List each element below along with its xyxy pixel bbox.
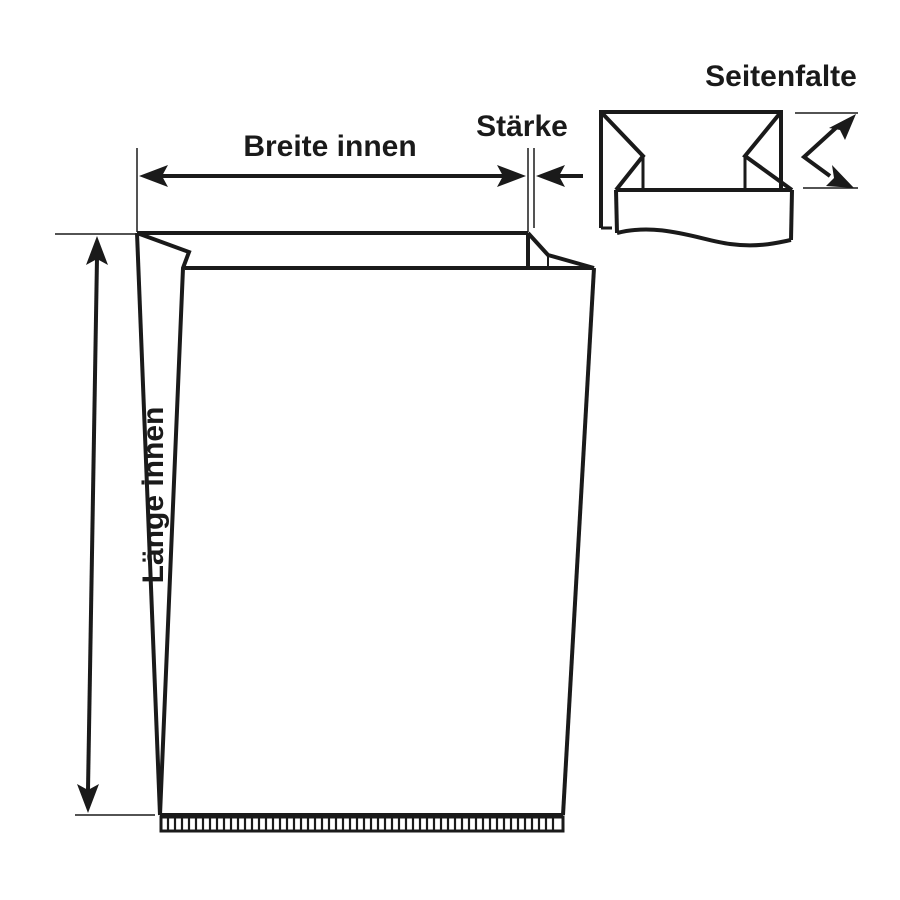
bag-shape	[135, 231, 596, 833]
gusset-label: Seitenfalte	[705, 60, 857, 93]
thickness-label: Stärke	[476, 110, 568, 143]
bottom-seam	[166, 818, 555, 830]
width-dimension	[136, 148, 535, 232]
length-label: Länge innen	[137, 407, 170, 584]
arrow-up-icon	[86, 236, 108, 265]
arrow-up-right-icon	[829, 114, 856, 140]
gusset-dimension	[795, 112, 858, 189]
width-label: Breite innen	[243, 130, 416, 163]
length-dimension	[55, 233, 155, 816]
arrow-left-icon	[139, 165, 168, 187]
arrow-right-icon	[497, 165, 526, 187]
gusset-inset	[599, 110, 794, 248]
arrow-left-icon	[536, 165, 565, 187]
thickness-dimension	[536, 165, 583, 187]
arrow-down-icon	[77, 784, 99, 813]
arrow-down-right-icon	[826, 165, 854, 188]
